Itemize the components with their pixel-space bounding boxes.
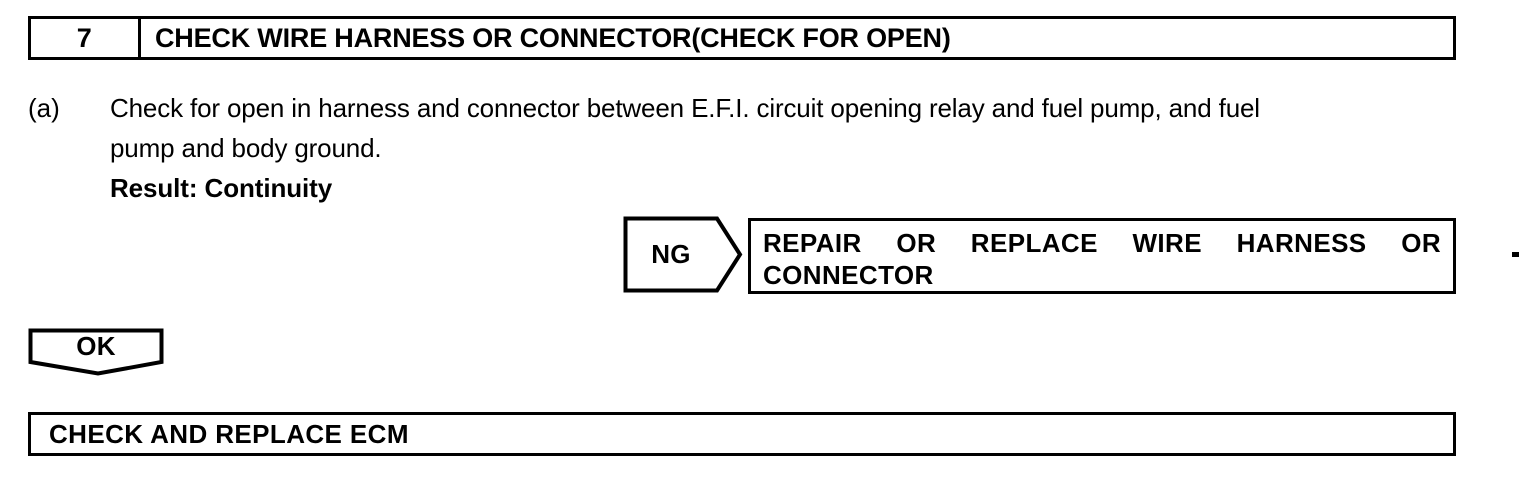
step-title-cell: CHECK WIRE HARNESS OR CONNECTOR(CHECK FO… bbox=[141, 19, 1453, 57]
scan-artifact-mark bbox=[1512, 252, 1519, 257]
ng-arrow-shape bbox=[623, 216, 743, 293]
ok-branch-arrow: OK bbox=[28, 328, 164, 376]
step-number: 7 bbox=[76, 22, 93, 53]
procedure-item-label: (a) bbox=[28, 93, 60, 123]
ng-branch-arrow: NG bbox=[623, 216, 743, 293]
ok-arrow-shape bbox=[28, 328, 164, 376]
procedure-text-line-2: pump and body ground. bbox=[110, 133, 382, 163]
ng-action-line-1: REPAIR OR REPLACE WIRE HARNESS OR bbox=[763, 228, 1441, 258]
procedure-item-a: (a) Check for open in harness and connec… bbox=[28, 88, 1468, 208]
step-header-bar: 7 CHECK WIRE HARNESS OR CONNECTOR(CHECK … bbox=[28, 16, 1456, 60]
procedure-result: Result: Continuity bbox=[110, 173, 333, 203]
ok-branch-label: OK bbox=[76, 331, 116, 361]
ng-action-box: REPAIR OR REPLACE WIRE HARNESS OR CONNEC… bbox=[748, 218, 1456, 294]
procedure-text-line-1: Check for open in harness and connector … bbox=[110, 93, 1260, 123]
ng-action-line-2: CONNECTOR bbox=[763, 260, 934, 290]
step-number-cell: 7 bbox=[31, 19, 141, 57]
procedure-block: (a) Check for open in harness and connec… bbox=[28, 88, 1468, 208]
step-title: CHECK WIRE HARNESS OR CONNECTOR(CHECK FO… bbox=[155, 22, 951, 53]
final-action-text: CHECK AND REPLACE ECM bbox=[49, 419, 409, 449]
ng-branch-label: NG bbox=[651, 239, 691, 269]
ng-action-text: REPAIR OR REPLACE WIRE HARNESS OR CONNEC… bbox=[763, 227, 1441, 291]
final-action-box: CHECK AND REPLACE ECM bbox=[28, 412, 1456, 456]
